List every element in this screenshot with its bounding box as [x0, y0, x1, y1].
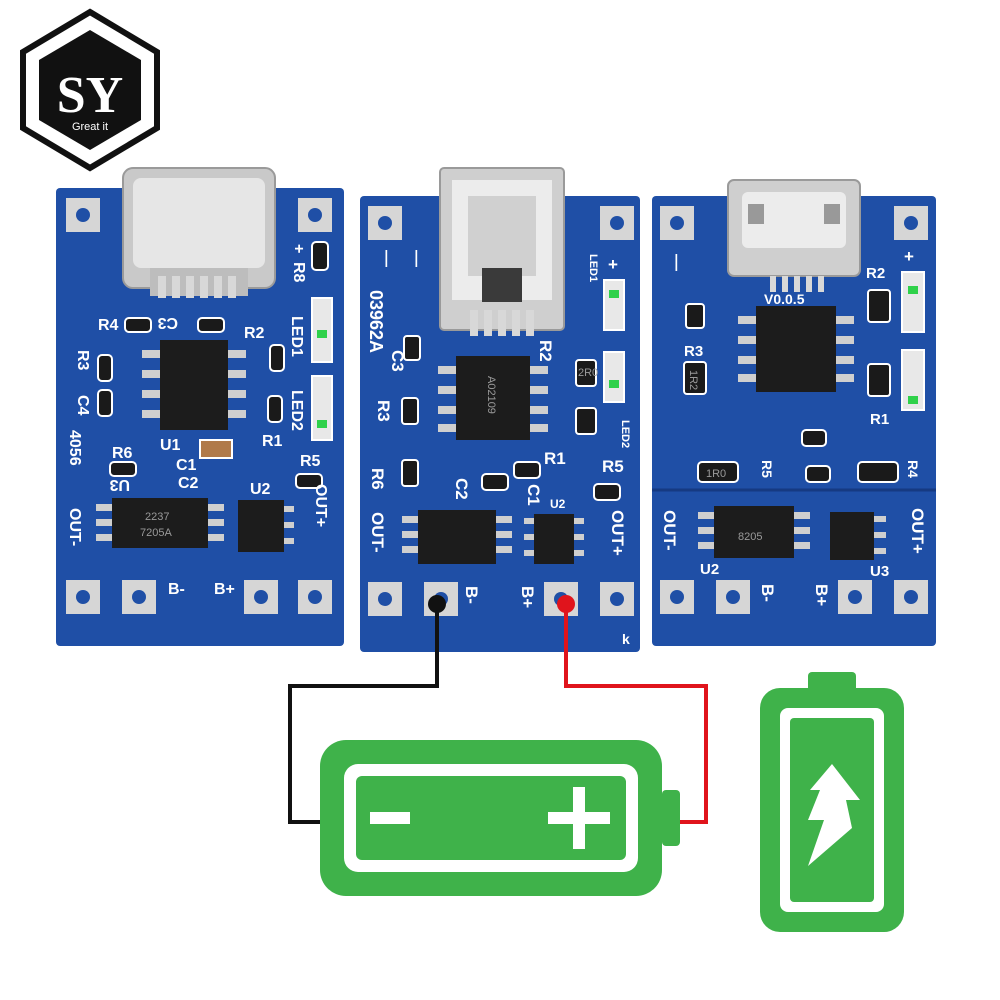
- res-code: 1R2: [687, 370, 699, 390]
- label-c3: C3: [388, 350, 407, 372]
- charger-ic: [456, 356, 530, 440]
- label-u2: U2: [250, 481, 271, 498]
- label-plus: +: [904, 247, 914, 266]
- label-r4: R4: [905, 460, 921, 478]
- label-out-plus: OUT+: [312, 484, 329, 527]
- label-r1: R1: [544, 449, 566, 468]
- mount-pads: [66, 198, 332, 614]
- label-r3: R3: [74, 350, 91, 371]
- label-u1: U1: [160, 437, 181, 454]
- usb-mini-connector: [439, 167, 565, 336]
- label-b-minus: B-: [168, 581, 185, 598]
- board-type-c: 2237 7205A + R8 R4 C3 R2 LED1 R3: [56, 167, 344, 646]
- label-u2: U2: [550, 497, 566, 511]
- label-b-plus: B+: [812, 584, 831, 606]
- label-out-minus: OUT-: [660, 510, 679, 551]
- charger-ic-u1: [160, 340, 228, 430]
- label-out-minus: OUT-: [66, 508, 83, 546]
- black-wire: [288, 606, 439, 824]
- label-b-minus: B-: [758, 584, 777, 602]
- charger-ic: [756, 306, 836, 392]
- charging-battery-icon: [760, 672, 904, 932]
- label-b-plus: B+: [214, 581, 235, 598]
- board-mini-usb: A02109 2R0 — — +: [360, 167, 640, 652]
- label-u3: U3: [870, 563, 889, 580]
- label-b-minus: B-: [462, 586, 481, 604]
- label-led2: LED2: [619, 420, 631, 448]
- label-minus: —: [378, 250, 397, 267]
- wire-joint-black: [428, 595, 446, 613]
- label-plus: +: [290, 244, 307, 253]
- label-r5: R5: [300, 453, 321, 470]
- led-1: [901, 271, 925, 333]
- label-r1: R1: [870, 411, 889, 428]
- label-out-minus: OUT-: [368, 512, 387, 553]
- protection-ic-u2: [714, 506, 794, 558]
- usb-type-c-connector: [122, 167, 276, 298]
- chip-mark: 2237: [145, 511, 169, 523]
- label-c4: C4: [74, 395, 91, 416]
- led-2: [311, 375, 333, 441]
- label-r2: R2: [866, 265, 885, 282]
- board-micro-usb: 8205 1R2 1R0 — + V0.0.5 R2 R3 R1 R5 R4: [652, 179, 936, 646]
- label-u3: U3: [109, 476, 130, 493]
- lightning-icon: [808, 764, 860, 866]
- label-r2: R2: [244, 325, 265, 342]
- label-led2: LED2: [288, 390, 305, 431]
- label-led1: LED1: [587, 254, 599, 282]
- label-r3: R3: [684, 343, 703, 360]
- label-r6: R6: [112, 445, 133, 462]
- label-c1: C1: [176, 457, 197, 474]
- label-r6: R6: [368, 468, 387, 490]
- usb-micro-connector: [727, 179, 861, 292]
- mosfet-ic-u2: [238, 500, 284, 552]
- label-r2: R2: [536, 340, 555, 362]
- mosfet-ic-u2: [534, 514, 574, 564]
- label-minus-2: —: [408, 250, 427, 267]
- red-wire: [564, 606, 708, 824]
- label-out-plus: OUT+: [608, 510, 627, 556]
- label-c2: C2: [178, 475, 199, 492]
- wire-joint-red: [557, 595, 575, 613]
- label-c3: C3: [157, 314, 178, 331]
- protection-ic: [418, 510, 496, 564]
- battery-wires: [288, 606, 708, 824]
- label-c2: C2: [452, 478, 471, 500]
- logo-tagline: Great it: [72, 121, 108, 133]
- label-r4: R4: [98, 317, 119, 334]
- label-k: k: [622, 631, 630, 647]
- label-r5: R5: [602, 457, 624, 476]
- label-4056: 4056: [66, 430, 83, 466]
- res-code: 2R0: [578, 367, 598, 379]
- label-code: 03962A: [366, 290, 386, 353]
- brand-logo: SY Great it: [20, 8, 160, 172]
- led-2: [901, 349, 925, 411]
- led-1: [603, 279, 625, 331]
- label-r5: R5: [759, 460, 775, 478]
- label-r1: R1: [262, 433, 283, 450]
- battery-minus-symbol: [370, 812, 410, 824]
- label-version: V0.0.5: [764, 291, 805, 307]
- led-2: [603, 351, 625, 403]
- chip-mark: 8205: [738, 531, 762, 543]
- battery-icon: [320, 740, 680, 896]
- logo-letters: SY: [57, 67, 123, 124]
- mosfet-ic-u3: [830, 512, 874, 560]
- label-b-plus: B+: [518, 586, 537, 608]
- label-r3: R3: [374, 400, 393, 422]
- label-plus: +: [608, 255, 618, 274]
- label-led1: LED1: [288, 316, 305, 357]
- label-out-plus: OUT+: [908, 508, 927, 554]
- label-minus: —: [668, 254, 687, 271]
- chip-mark: A02109: [485, 376, 497, 414]
- chip-mark-2: 7205A: [140, 527, 172, 539]
- label-c1: C1: [524, 484, 543, 506]
- protection-ic-u3: [112, 498, 208, 548]
- label-u2: U2: [700, 561, 719, 578]
- label-r8: R8: [290, 262, 307, 283]
- res-code-2: 1R0: [706, 468, 726, 480]
